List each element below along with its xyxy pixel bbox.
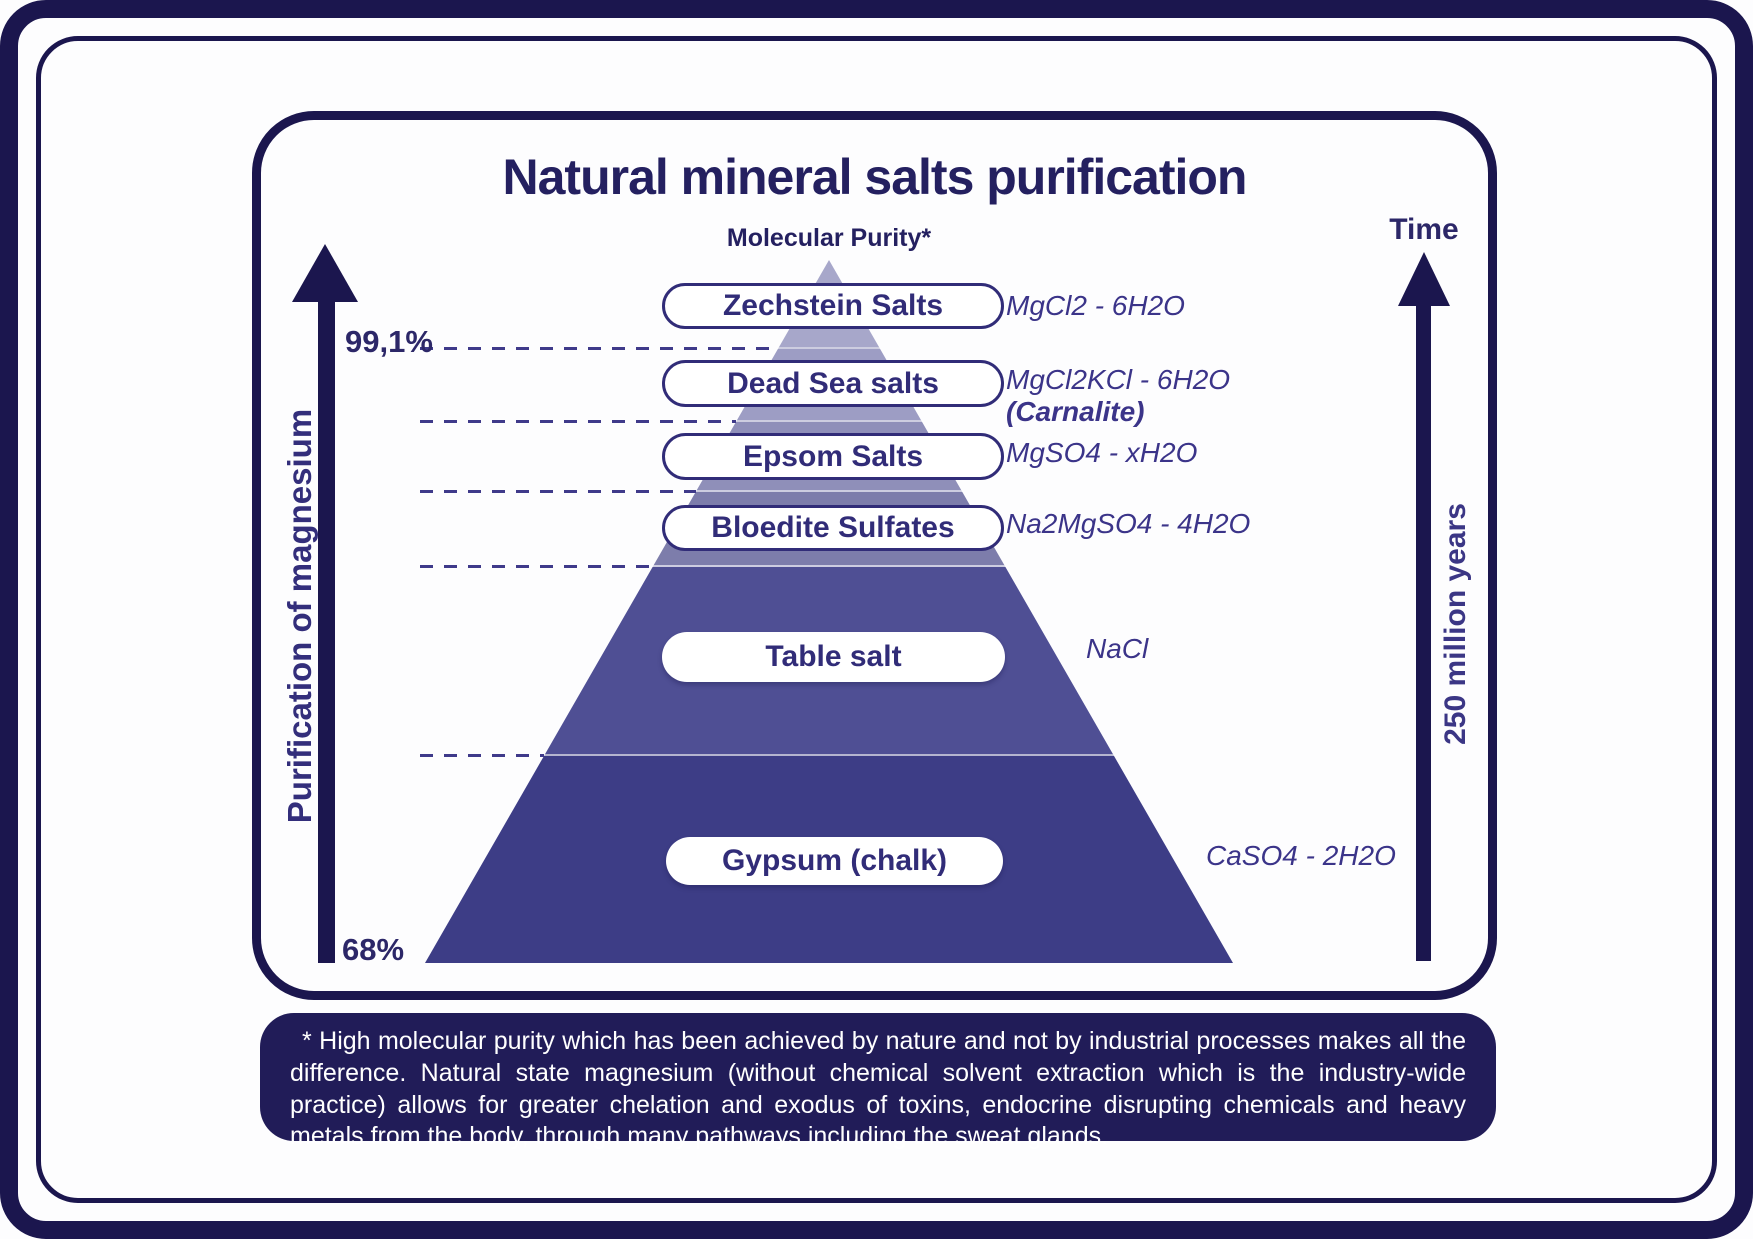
purity-level-line-5 (420, 754, 544, 757)
formula-dead-sea: MgCl2KCl - 6H2O (1006, 364, 1231, 395)
purity-level-line-3 (420, 490, 696, 493)
purity-level-line-4 (420, 565, 653, 568)
formula-gypsum: CaSO4 - 2H2O (1206, 840, 1396, 871)
pyramid-apex-label: Molecular Purity* (726, 224, 932, 252)
level-pill-bloedite: Bloedite Sulfates (662, 505, 1004, 551)
right-axis-shaft (1416, 302, 1431, 961)
level-label: Epsom Salts (742, 439, 924, 473)
level-label: Gypsum (chalk) (721, 844, 948, 877)
level-pill-epsom: Epsom Salts (662, 433, 1004, 480)
inner-frame (36, 36, 1717, 1203)
left-axis-label: Purification of magnesium (281, 408, 318, 824)
level-label: Bloedite Sulfates (711, 511, 955, 544)
formula-bloedite: Na2MgSO4 - 4H2O (1006, 508, 1251, 539)
level-label: Table salt (765, 640, 902, 673)
purity-bottom-value: 68% (342, 932, 405, 967)
page-title: Natural mineral salts purification (502, 149, 1248, 205)
footnote-box: * High molecular purity which has been a… (260, 1013, 1496, 1150)
level-pill-gypsum: Gypsum (chalk) (666, 837, 1003, 885)
purity-level-line-1 (420, 347, 778, 350)
up-arrow-icon-right (1398, 252, 1450, 306)
formula-epsom: MgSO4 - xH2O (1006, 437, 1198, 468)
time-axis-title: Time (1389, 213, 1459, 246)
purity-level-line-2 (420, 420, 736, 423)
left-axis-shaft (318, 300, 335, 963)
time-duration-label: 250 million years (1439, 503, 1472, 745)
footnote-text: * High molecular purity which has been a… (290, 1027, 1466, 1151)
formula-table-salt: NaCl (1086, 633, 1149, 664)
formula-dead-sea-note: (Carnalite) (1006, 396, 1145, 427)
level-pill-zechstein: Zechstein Salts (662, 283, 1004, 329)
formula-zechstein: MgCl2 - 6H2O (1006, 290, 1185, 321)
purity-top-value: 99,1% (345, 324, 433, 359)
up-arrow-icon-left (292, 244, 358, 302)
diagram-panel (252, 111, 1497, 1000)
level-pill-dead-sea: Dead Sea salts (662, 360, 1004, 407)
level-label: Zechstein Salts (722, 289, 944, 322)
level-label: Dead Sea salts (727, 366, 939, 400)
level-pill-table-salt: Table salt (662, 632, 1005, 682)
